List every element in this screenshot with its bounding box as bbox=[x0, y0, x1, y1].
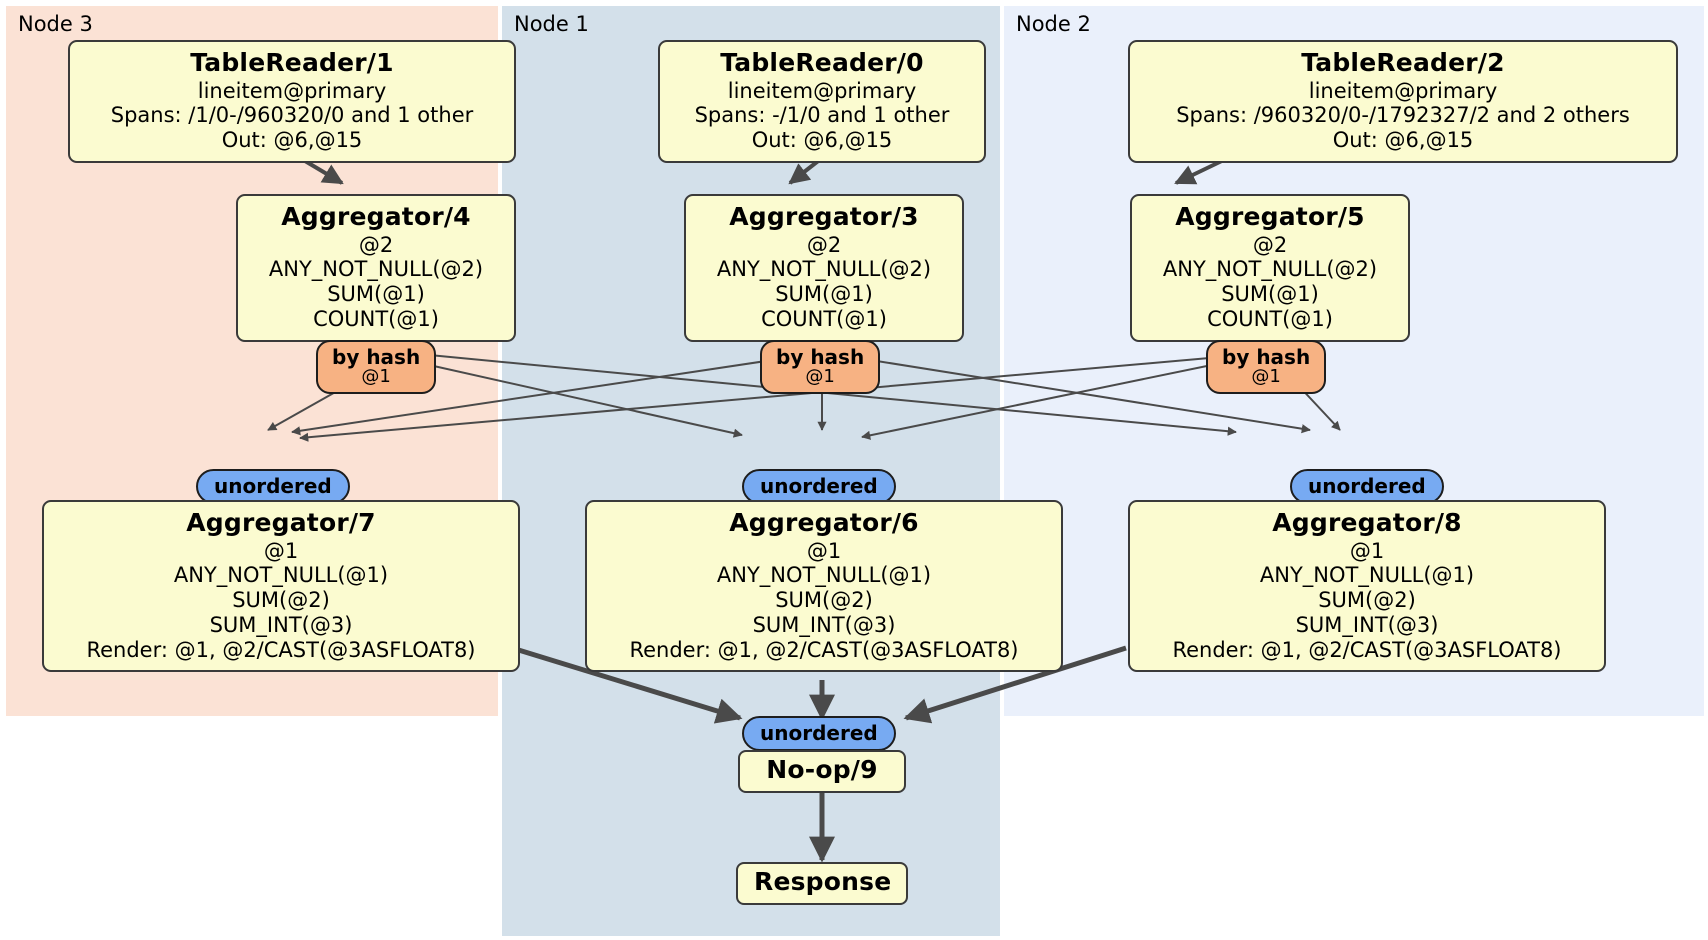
processor-table-reader-1[interactable]: TableReader/1 lineitem@primary Spans: /1… bbox=[68, 40, 516, 163]
processor-line: SUM_INT(@3) bbox=[1295, 612, 1439, 637]
processor-aggregator-4[interactable]: Aggregator/4 @2 ANY_NOT_NULL(@2) SUM(@1)… bbox=[236, 194, 516, 342]
processor-line: lineitem@primary bbox=[1308, 78, 1498, 103]
region-label-node-2: Node 2 bbox=[1016, 12, 1091, 36]
sync-unordered-node-2[interactable]: unordered bbox=[1290, 469, 1444, 504]
processor-aggregator-6[interactable]: Aggregator/6 @1 ANY_NOT_NULL(@1) SUM(@2)… bbox=[585, 500, 1063, 673]
region-label-node-3: Node 3 bbox=[18, 12, 93, 36]
router-sublabel: @1 bbox=[1251, 366, 1281, 387]
processor-title: Aggregator/8 bbox=[1272, 508, 1462, 537]
processor-aggregator-5[interactable]: Aggregator/5 @2 ANY_NOT_NULL(@2) SUM(@1)… bbox=[1130, 194, 1410, 342]
processor-line: ANY_NOT_NULL(@2) bbox=[1162, 257, 1378, 282]
processor-title: Aggregator/4 bbox=[281, 202, 471, 231]
processor-line: Out: @6,@15 bbox=[221, 128, 363, 153]
router-by-hash-node-2[interactable]: by hash @1 bbox=[1206, 340, 1327, 394]
processor-aggregator-3[interactable]: Aggregator/3 @2 ANY_NOT_NULL(@2) SUM(@1)… bbox=[684, 194, 964, 342]
processor-line: SUM(@1) bbox=[1221, 282, 1319, 307]
processor-line: COUNT(@1) bbox=[1207, 306, 1333, 331]
processor-title: Response bbox=[754, 867, 892, 896]
sync-label: unordered bbox=[214, 474, 332, 498]
processor-line: @1 bbox=[1349, 538, 1385, 563]
processor-line: COUNT(@1) bbox=[761, 306, 887, 331]
processor-line: ANY_NOT_NULL(@2) bbox=[716, 257, 932, 282]
processor-table-reader-0[interactable]: TableReader/0 lineitem@primary Spans: -/… bbox=[658, 40, 986, 163]
router-by-hash-node-3[interactable]: by hash @1 bbox=[316, 340, 437, 394]
processor-aggregator-8[interactable]: Aggregator/8 @1 ANY_NOT_NULL(@1) SUM(@2)… bbox=[1128, 500, 1606, 673]
processor-title: TableReader/1 bbox=[190, 48, 394, 77]
sync-unordered-final[interactable]: unordered bbox=[742, 716, 896, 751]
sync-unordered-node-3[interactable]: unordered bbox=[196, 469, 350, 504]
sync-label: unordered bbox=[1308, 474, 1426, 498]
router-label: by hash bbox=[776, 345, 865, 369]
sync-label: unordered bbox=[760, 721, 878, 745]
processor-line: @2 bbox=[806, 232, 842, 257]
processor-line: lineitem@primary bbox=[727, 78, 917, 103]
processor-line: SUM(@2) bbox=[1318, 588, 1416, 613]
processor-title: TableReader/2 bbox=[1301, 48, 1505, 77]
processor-table-reader-2[interactable]: TableReader/2 lineitem@primary Spans: /9… bbox=[1128, 40, 1678, 163]
processor-line: Out: @6,@15 bbox=[751, 128, 893, 153]
processor-line: @1 bbox=[806, 538, 842, 563]
processor-line: Out: @6,@15 bbox=[1332, 128, 1474, 153]
processor-line: ANY_NOT_NULL(@1) bbox=[173, 563, 389, 588]
processor-title: Aggregator/5 bbox=[1175, 202, 1365, 231]
processor-title: Aggregator/7 bbox=[186, 508, 376, 537]
processor-line: SUM_INT(@3) bbox=[752, 612, 896, 637]
processor-line: ANY_NOT_NULL(@2) bbox=[268, 257, 484, 282]
processor-line: @2 bbox=[1252, 232, 1288, 257]
router-label: by hash bbox=[1222, 345, 1311, 369]
processor-line: SUM(@1) bbox=[775, 282, 873, 307]
processor-line: Spans: /960320/0-/1792327/2 and 2 others bbox=[1176, 103, 1630, 128]
processor-line: lineitem@primary bbox=[197, 78, 387, 103]
processor-aggregator-7[interactable]: Aggregator/7 @1 ANY_NOT_NULL(@1) SUM(@2)… bbox=[42, 500, 520, 673]
processor-line: SUM(@2) bbox=[232, 588, 330, 613]
processor-line: COUNT(@1) bbox=[313, 306, 439, 331]
processor-title: No-op/9 bbox=[766, 755, 878, 784]
processor-line: @1 bbox=[263, 538, 299, 563]
processor-line: Spans: /1/0-/960320/0 and 1 other bbox=[110, 103, 474, 128]
processor-line: Spans: -/1/0 and 1 other bbox=[694, 103, 950, 128]
processor-line: Render: @1, @2/CAST(@3ASFLOAT8) bbox=[629, 637, 1019, 662]
processor-line: ANY_NOT_NULL(@1) bbox=[716, 563, 932, 588]
processor-no-op-9[interactable]: No-op/9 bbox=[738, 750, 906, 793]
sync-label: unordered bbox=[760, 474, 878, 498]
processor-line: SUM(@1) bbox=[327, 282, 425, 307]
processor-title: Aggregator/3 bbox=[729, 202, 919, 231]
processor-line: SUM(@2) bbox=[775, 588, 873, 613]
router-sublabel: @1 bbox=[361, 366, 391, 387]
processor-title: TableReader/0 bbox=[720, 48, 924, 77]
router-label: by hash bbox=[332, 345, 421, 369]
router-by-hash-node-1[interactable]: by hash @1 bbox=[760, 340, 881, 394]
region-label-node-1: Node 1 bbox=[514, 12, 589, 36]
sync-unordered-node-1[interactable]: unordered bbox=[742, 469, 896, 504]
processor-line: SUM_INT(@3) bbox=[209, 612, 353, 637]
processor-response[interactable]: Response bbox=[736, 862, 908, 905]
processor-title: Aggregator/6 bbox=[729, 508, 919, 537]
processor-line: Render: @1, @2/CAST(@3ASFLOAT8) bbox=[1172, 637, 1562, 662]
processor-line: @2 bbox=[358, 232, 394, 257]
processor-line: Render: @1, @2/CAST(@3ASFLOAT8) bbox=[86, 637, 476, 662]
router-sublabel: @1 bbox=[805, 366, 835, 387]
processor-line: ANY_NOT_NULL(@1) bbox=[1259, 563, 1475, 588]
